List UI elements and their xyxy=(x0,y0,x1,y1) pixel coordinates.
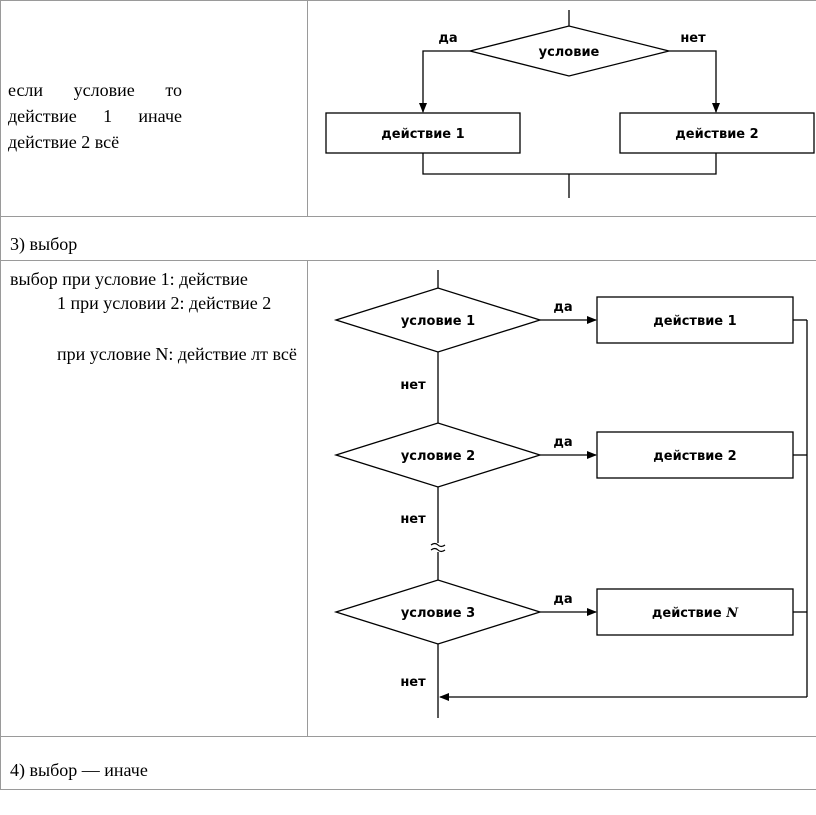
table-border-bottom xyxy=(0,789,816,790)
choice-flowchart: условие 1 да действие 1 нет условие 2 да… xyxy=(333,270,808,718)
condition-label: условие xyxy=(539,45,600,60)
choice-description-line2: 1 при условии 2: действие 2 xyxy=(57,293,272,313)
row1-bottom-border xyxy=(0,216,816,217)
yes2-label: да xyxy=(553,435,572,450)
no-label: нет xyxy=(680,31,706,46)
choice-description-line3: при условие N: действие лт всё xyxy=(57,344,297,364)
action2-label: действие 2 xyxy=(675,127,758,142)
action1-box xyxy=(325,112,521,154)
table-border-top xyxy=(0,0,816,1)
condition2-label: условие 2 xyxy=(401,449,475,464)
action2-box xyxy=(619,112,815,154)
row1-column-divider xyxy=(307,0,308,216)
if-then-else-description: если условие то действие 1 иначе действи… xyxy=(8,80,182,152)
no2-label: нет xyxy=(400,512,426,527)
act2-box xyxy=(596,431,794,479)
act1-box xyxy=(596,296,794,344)
no1-label: нет xyxy=(400,378,426,393)
condition3-label: условие 3 xyxy=(401,606,475,621)
if-else-flowchart: условие да нет действие 1 действие 2 xyxy=(325,10,815,198)
row3-bottom-border xyxy=(0,736,816,737)
break-mark xyxy=(430,542,446,553)
condition1-label: условие 1 xyxy=(401,314,475,329)
actN-label: действие N xyxy=(652,606,739,621)
act2-label: действие 2 xyxy=(653,449,736,464)
actN-box xyxy=(596,588,794,636)
row3-column-divider xyxy=(307,260,308,736)
act1-label: действие 1 xyxy=(653,314,736,329)
yes1-label: да xyxy=(553,300,572,315)
action1-label: действие 1 xyxy=(381,127,464,142)
choice-else-heading: 4) выбор — иначе xyxy=(10,760,148,780)
choice-heading: 3) выбор xyxy=(10,234,78,254)
no3-label: нет xyxy=(400,675,426,690)
actN-variable: N xyxy=(725,606,739,621)
choice-description-line1: выбор при условие 1: действие xyxy=(10,269,248,289)
row2-bottom-border xyxy=(0,260,816,261)
yes3-label: да xyxy=(553,592,572,607)
actN-prefix: действие xyxy=(652,606,722,621)
table-border-left xyxy=(0,0,1,790)
yes-label: да xyxy=(438,31,457,46)
